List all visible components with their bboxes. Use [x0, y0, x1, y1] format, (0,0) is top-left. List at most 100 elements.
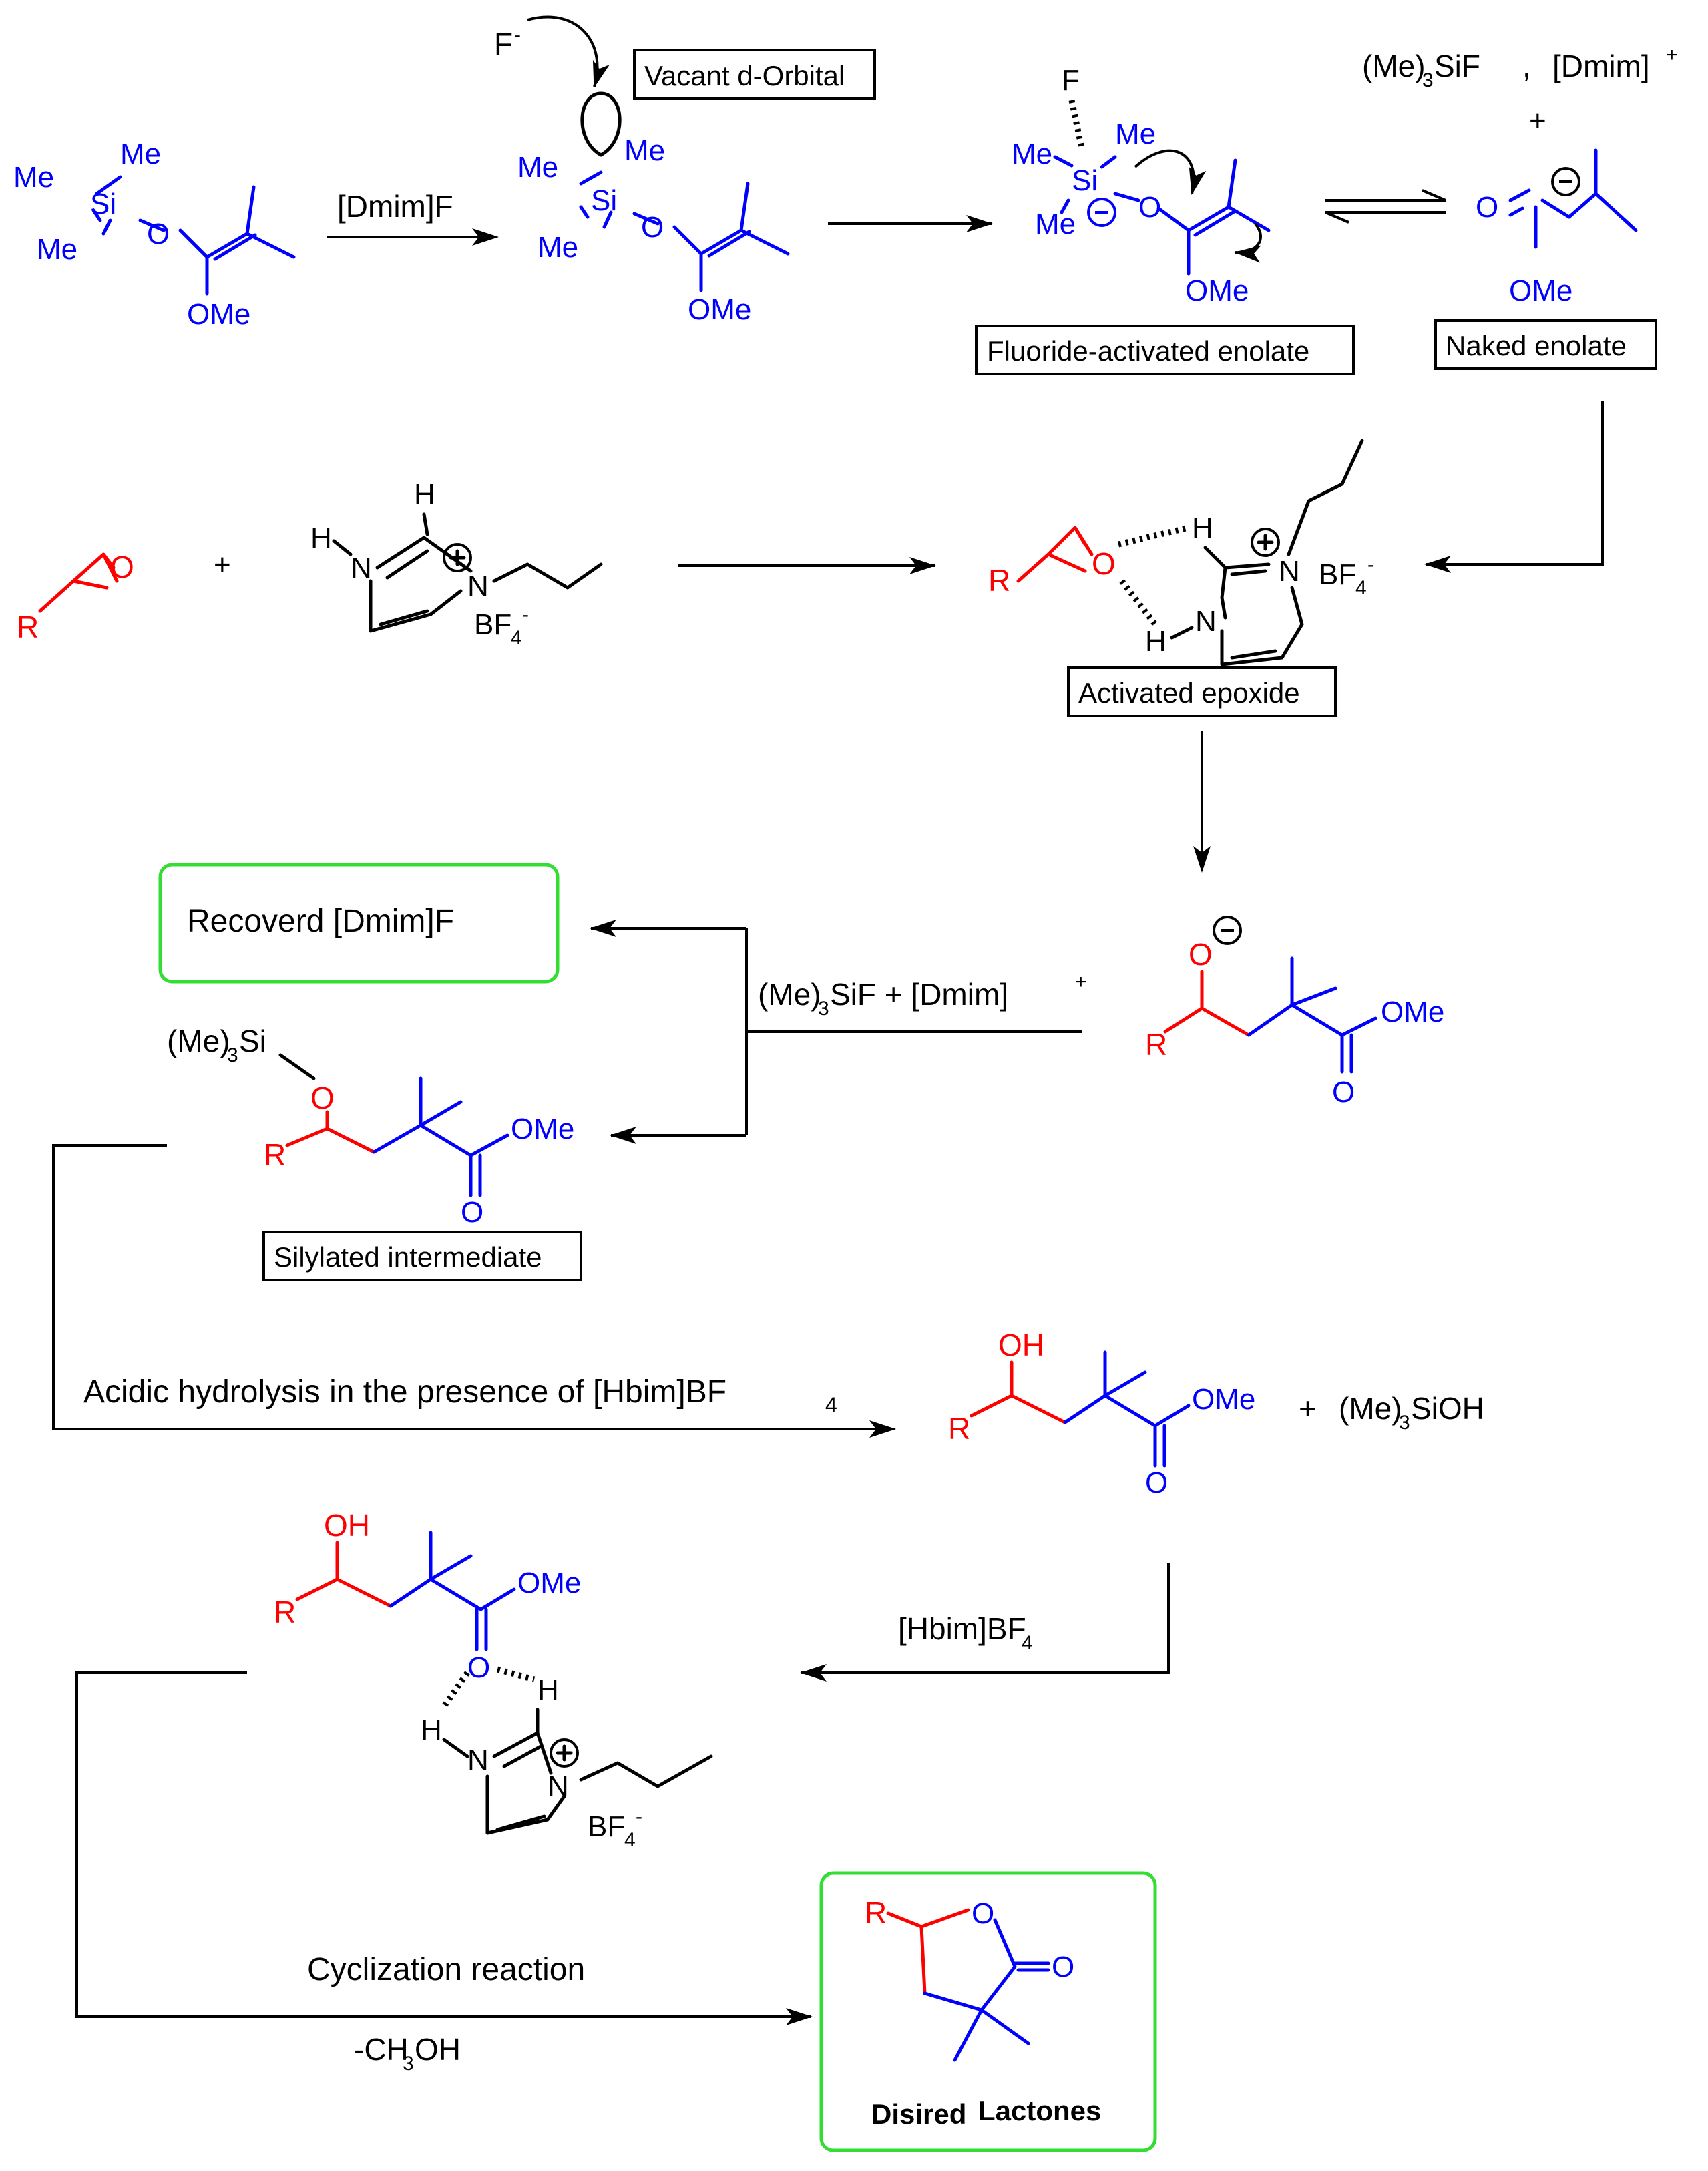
- epoxide: R O: [17, 550, 134, 644]
- n-label: N: [1279, 555, 1300, 588]
- plus-sign: +: [1529, 104, 1546, 137]
- bf4-sub: 4: [511, 627, 522, 649]
- ome-label: OMe: [1192, 1383, 1255, 1416]
- me-label: Me: [1115, 118, 1156, 150]
- h-label: H: [1145, 625, 1166, 658]
- bf4-label: BF: [474, 608, 511, 641]
- hashed-bond: [1068, 100, 1085, 149]
- oxygen-label: O: [310, 1080, 335, 1115]
- r-label: R: [1145, 1027, 1167, 1062]
- activated-epoxide-label: Activated epoxide: [1078, 677, 1300, 709]
- silylated-intermediate: (Me) 3 Si O R OMe O Silylated intermedia…: [167, 1024, 582, 1281]
- fluoride-charge: -: [514, 24, 521, 46]
- dmimf-reagent: [Dmim]F: [337, 189, 453, 224]
- oxygen-label: O: [1145, 1466, 1168, 1499]
- product-label-1: Disired: [871, 2098, 966, 2130]
- n-label: N: [351, 552, 372, 584]
- oxygen-label: O: [1332, 1076, 1355, 1109]
- hydrogen-bond: [496, 1666, 536, 1683]
- me3si-b: Si: [239, 1024, 266, 1058]
- hbim-activation-step: [Hbim]BF 4: [800, 1563, 1170, 1682]
- fluoride-label: F: [494, 27, 513, 61]
- methanol-sub: 3: [403, 2053, 414, 2075]
- silylated-intermediate-box: [262, 1231, 582, 1281]
- h-label: H: [414, 478, 435, 511]
- me3sif-b: SiF: [1434, 49, 1480, 83]
- bf4-charge: -: [636, 1806, 642, 1828]
- ome-label: OMe: [1381, 996, 1444, 1028]
- r-label: R: [17, 610, 39, 644]
- plus-sign: +: [214, 548, 231, 581]
- byproduct-b: SiF + [Dmim]: [830, 977, 1008, 1012]
- silylation-branch: (Me) 3 SiF + [Dmim] +: [590, 920, 1087, 1144]
- oxygen-label: O: [1138, 191, 1161, 224]
- recovered-catalyst: Recoverd [Dmim]F: [158, 863, 560, 984]
- vacant-d-orbital-label: Vacant d-Orbital: [644, 60, 845, 91]
- bf4-label: BF: [588, 1810, 625, 1843]
- hydrolysis-label: Acidic hydrolysis in the presence of [Hb…: [83, 1374, 726, 1410]
- bf4-charge: -: [1367, 554, 1374, 576]
- me-label: Me: [1012, 138, 1052, 170]
- bf4-charge: -: [522, 604, 529, 626]
- me-label: Me: [624, 134, 665, 167]
- hydrogen-bond: [441, 1671, 470, 1708]
- arrow-dmimf: [Dmim]F: [327, 189, 499, 246]
- me-label: Me: [1035, 208, 1076, 240]
- silyl-with-vacant-orbital: F - Vacant d-Orbital Me Me Me Si O OMe: [494, 15, 876, 326]
- n-label: N: [548, 1770, 569, 1803]
- bf4-label: BF: [1319, 558, 1356, 591]
- oxygen-label: O: [641, 211, 664, 244]
- h-label: H: [310, 522, 332, 554]
- silylated-intermediate-label: Silylated intermediate: [274, 1241, 542, 1273]
- ome-label: OMe: [187, 298, 250, 331]
- methanol-b: OH: [415, 2032, 461, 2067]
- desired-lactone: R O O Disired Lactones: [819, 1871, 1157, 2152]
- oxygen-label: O: [110, 550, 134, 584]
- byproduct-sub: 3: [818, 998, 829, 1020]
- byproduct-a: (Me): [758, 977, 821, 1012]
- silyl-ketene-acetal-start: Me Me Me Si O OMe: [13, 138, 296, 331]
- n-label: N: [1195, 605, 1217, 638]
- ome-label: OMe: [1509, 274, 1572, 307]
- naked-enolate: (Me) 3 SiF , [Dmim] + + O OMe Naked enol…: [1362, 44, 1678, 370]
- me-label: Me: [37, 233, 77, 266]
- h-bonded-ester: OH R OMe O H H N N BF 4 -: [274, 1508, 713, 1851]
- oxygen-label: O: [461, 1196, 483, 1229]
- hydrolysis-step: Acidic hydrolysis in the presence of [Hb…: [52, 1144, 896, 1438]
- oxygen-label: O: [467, 1651, 490, 1684]
- cyclization-step: Cyclization reaction -CH 3 OH: [75, 1671, 813, 2075]
- comma: ,: [1522, 49, 1531, 83]
- h-label: H: [538, 1673, 559, 1706]
- me-label: Me: [517, 151, 558, 184]
- silanol-b: SiOH: [1411, 1391, 1484, 1426]
- n-label: N: [467, 1744, 489, 1776]
- h-label: H: [1192, 512, 1213, 544]
- oxygen-label: O: [147, 218, 170, 250]
- hydrogen-bond: [1117, 524, 1190, 548]
- r-label: R: [274, 1595, 296, 1629]
- si-label: Si: [1072, 164, 1098, 197]
- f-label: F: [1062, 64, 1080, 97]
- me-label: Me: [120, 138, 161, 170]
- naked-enolate-label: Naked enolate: [1446, 330, 1627, 361]
- equilibrium-arrows: [1325, 189, 1446, 224]
- activated-epoxide: R O H H N N BF 4 - Activated epoxide: [988, 439, 1374, 717]
- si-label: Si: [591, 184, 617, 217]
- activated-epoxide-box: [1067, 666, 1337, 717]
- hbim-label: [Hbim]BF: [898, 1611, 1026, 1646]
- bf4-sub: 4: [1355, 577, 1367, 599]
- me-label: Me: [13, 161, 54, 194]
- oxygen-label: O: [1092, 546, 1116, 581]
- byproduct-charge: +: [1075, 971, 1087, 993]
- oxygen-label: O: [1189, 937, 1213, 972]
- hbim-sub: 4: [1022, 1632, 1033, 1654]
- plus-sign: +: [1299, 1391, 1317, 1426]
- r-label: R: [948, 1411, 970, 1446]
- me3sif-sub: 3: [1422, 69, 1434, 91]
- r-label: R: [264, 1137, 286, 1172]
- ome-label: OMe: [688, 293, 751, 326]
- si-label: Si: [90, 188, 116, 220]
- product-label-2: Lactones: [978, 2095, 1101, 2126]
- recovered-catalyst-box: [158, 863, 560, 984]
